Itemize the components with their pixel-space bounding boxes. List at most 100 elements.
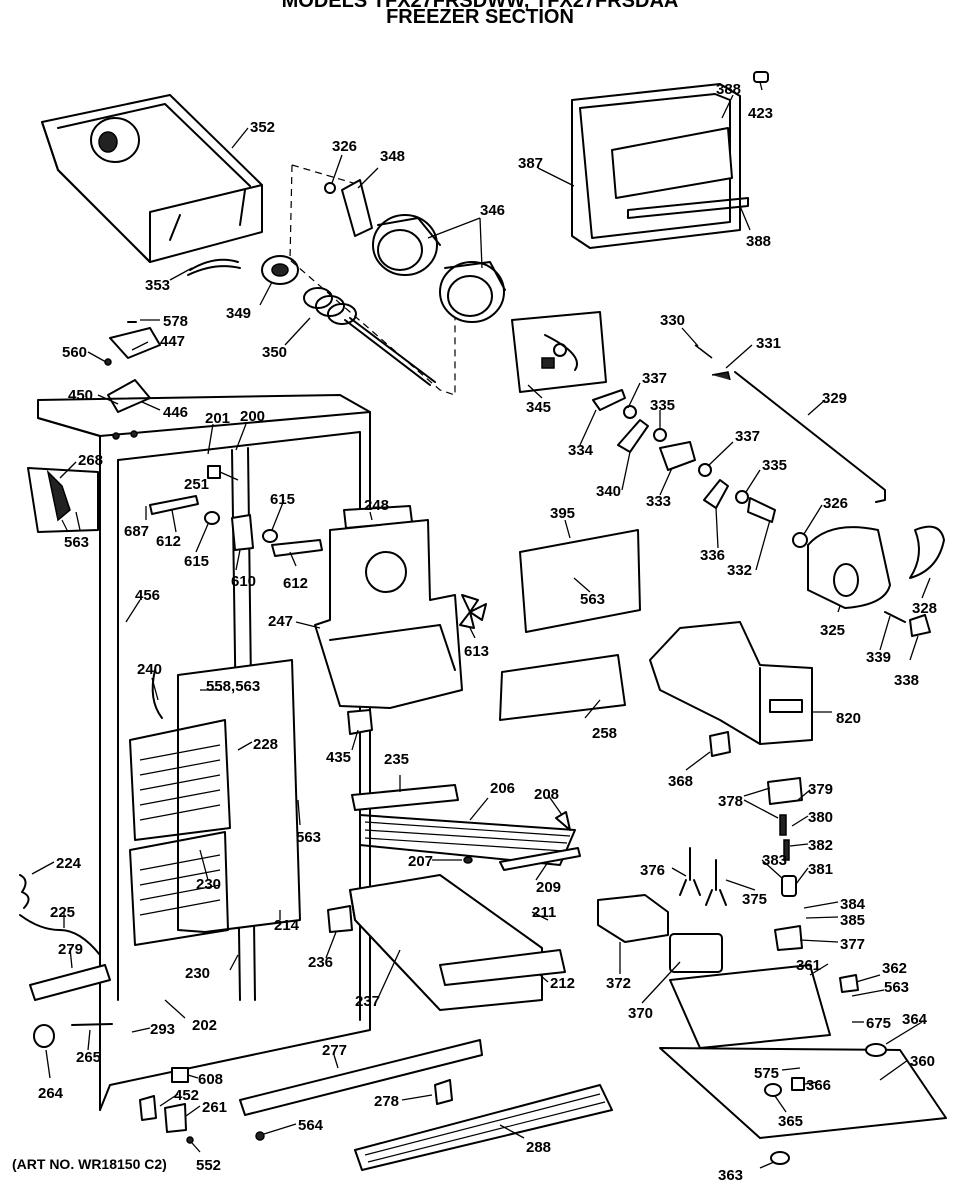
part-callout-385: 385 bbox=[840, 912, 865, 929]
part-callout-563: 563 bbox=[64, 534, 89, 551]
cover-panel-drawing bbox=[519, 529, 641, 633]
part-callout-450: 450 bbox=[68, 387, 93, 404]
part-callout-268: 268 bbox=[78, 452, 103, 469]
part-callout-332: 332 bbox=[727, 562, 752, 579]
callout-labels: 3523263483463884233873883533493505784475… bbox=[38, 81, 937, 1184]
bracket-drawing bbox=[149, 495, 199, 515]
part-callout-207: 207 bbox=[408, 853, 433, 870]
part-callout-340: 340 bbox=[596, 483, 621, 500]
part-callout-563: 563 bbox=[884, 979, 909, 996]
part-callout-364: 364 bbox=[902, 1011, 928, 1028]
part-callout-261: 261 bbox=[202, 1099, 227, 1116]
part-callout-338: 338 bbox=[894, 672, 919, 689]
part-callout-380: 380 bbox=[808, 809, 833, 826]
part-callout-378: 378 bbox=[718, 793, 743, 810]
part-callout-563: 563 bbox=[580, 591, 605, 608]
part-callout-423: 423 bbox=[748, 105, 773, 122]
part-callout-335: 335 bbox=[762, 457, 787, 474]
part-callout-578: 578 bbox=[163, 313, 188, 330]
trim-drawing bbox=[499, 847, 581, 871]
relay-drawing bbox=[767, 777, 803, 805]
screw-drawing bbox=[186, 1136, 194, 1144]
part-callout-360: 360 bbox=[910, 1053, 935, 1070]
washer-drawing bbox=[324, 182, 336, 194]
dispenser-door-drawing bbox=[571, 83, 749, 249]
part-callout-200: 200 bbox=[240, 408, 265, 425]
rail-drawing bbox=[239, 1039, 483, 1116]
part-callout-452: 452 bbox=[174, 1087, 199, 1104]
thermistor-drawing bbox=[207, 465, 221, 479]
part-callout-237: 237 bbox=[355, 993, 380, 1010]
part-callout-240: 240 bbox=[137, 661, 162, 678]
part-callout-363: 363 bbox=[718, 1167, 743, 1184]
grommet-drawing bbox=[262, 529, 278, 543]
thermostat-drawing bbox=[865, 1043, 887, 1057]
clip-drawing bbox=[463, 856, 473, 864]
drive-coupler-drawing bbox=[261, 255, 299, 285]
part-callout-230: 230 bbox=[185, 965, 210, 982]
part-callout-575: 575 bbox=[754, 1065, 779, 1082]
part-callout-258: 258 bbox=[592, 725, 617, 742]
part-callout-264: 264 bbox=[38, 1085, 64, 1102]
spring-drawing bbox=[694, 344, 713, 359]
grommet-drawing bbox=[204, 511, 220, 525]
bracket-drawing bbox=[909, 525, 945, 579]
part-callout-337: 337 bbox=[642, 370, 667, 387]
part-callout-288: 288 bbox=[526, 1139, 551, 1156]
part-callout-388: 388 bbox=[746, 233, 771, 250]
clip-drawing bbox=[839, 974, 859, 993]
light-socket-drawing bbox=[27, 467, 99, 533]
part-callout-560: 560 bbox=[62, 344, 87, 361]
part-callout-230: 230 bbox=[196, 876, 221, 893]
part-callout-372: 372 bbox=[606, 975, 631, 992]
clip-drawing bbox=[909, 614, 931, 637]
part-callout-336: 336 bbox=[700, 547, 725, 564]
part-callout-381: 381 bbox=[808, 861, 833, 878]
part-callout-564: 564 bbox=[298, 1117, 324, 1134]
part-callout-395: 395 bbox=[550, 505, 575, 522]
part-callout-278: 278 bbox=[374, 1093, 399, 1110]
part-callout-325: 325 bbox=[820, 622, 845, 639]
part-callout-388: 388 bbox=[716, 81, 741, 98]
mounting-bracket-drawing bbox=[669, 964, 831, 1049]
dispenser-motor-drawing bbox=[807, 526, 891, 609]
part-callout-235: 235 bbox=[384, 751, 409, 768]
roller-drawing bbox=[434, 1079, 453, 1105]
icemaker-drawing bbox=[649, 621, 813, 745]
wire-harness-drawing bbox=[705, 859, 727, 906]
part-callout-335: 335 bbox=[650, 397, 675, 414]
part-callout-352: 352 bbox=[250, 119, 275, 136]
part-callout-820: 820 bbox=[836, 710, 861, 727]
bracket-drawing bbox=[107, 379, 151, 413]
fan-blade-drawing bbox=[459, 594, 487, 629]
roller-drawing bbox=[33, 1024, 55, 1048]
spring-drawing bbox=[19, 874, 30, 909]
art-number: (ART NO. WR18150 C2) bbox=[12, 1156, 167, 1172]
part-callout-330: 330 bbox=[660, 312, 685, 329]
part-callout-362: 362 bbox=[882, 960, 907, 977]
part-callout-612: 612 bbox=[283, 575, 308, 592]
mounting-plate-drawing bbox=[511, 311, 607, 393]
part-callout-339: 339 bbox=[866, 649, 891, 666]
tube-drawing bbox=[19, 914, 101, 956]
part-callout-331: 331 bbox=[756, 335, 781, 352]
part-callout-384: 384 bbox=[840, 896, 866, 913]
part-callout-265: 265 bbox=[76, 1049, 101, 1066]
part-callout-370: 370 bbox=[628, 1005, 653, 1022]
relay-drawing bbox=[669, 933, 723, 973]
clip-drawing bbox=[791, 1077, 805, 1091]
wire-harness-drawing bbox=[679, 847, 701, 896]
part-callout-328: 328 bbox=[912, 600, 937, 617]
part-callout-212: 212 bbox=[550, 975, 575, 992]
part-callout-610: 610 bbox=[231, 573, 256, 590]
part-callout-337: 337 bbox=[735, 428, 760, 445]
clip-drawing bbox=[555, 811, 571, 831]
axle-drawing bbox=[71, 1023, 113, 1026]
part-callout-293: 293 bbox=[150, 1021, 175, 1038]
bracket-drawing bbox=[164, 1103, 187, 1133]
part-callout-251: 251 bbox=[184, 476, 209, 493]
part-callout-366: 366 bbox=[806, 1077, 831, 1094]
part-callout-334: 334 bbox=[568, 442, 594, 459]
part-callout-236: 236 bbox=[308, 954, 333, 971]
